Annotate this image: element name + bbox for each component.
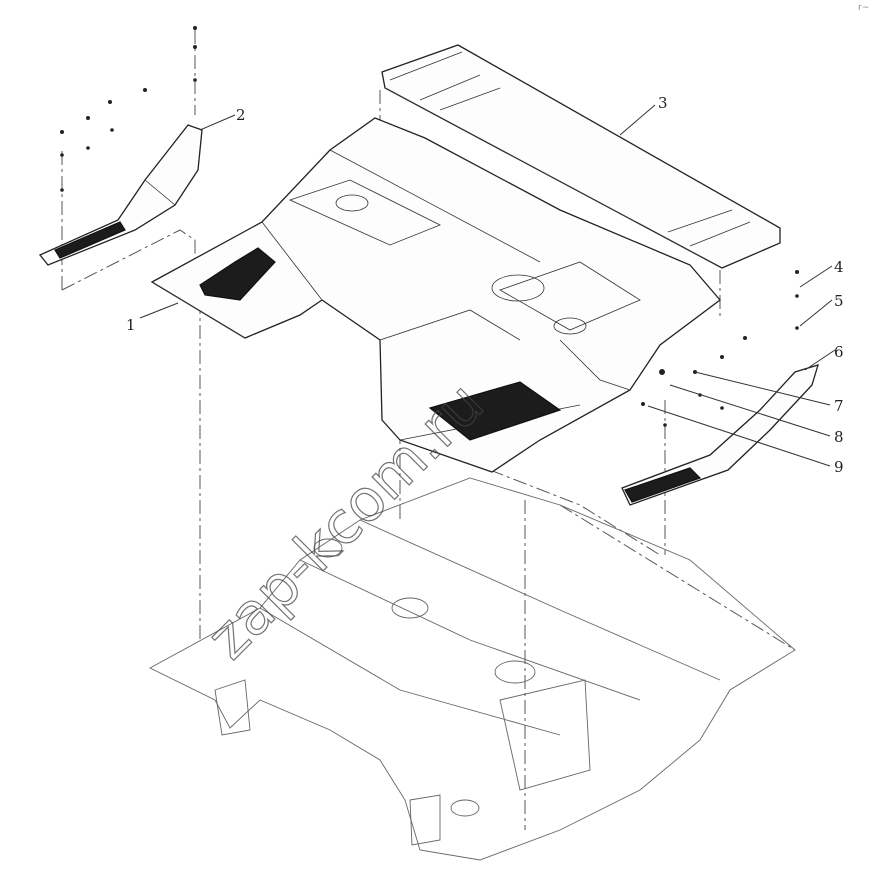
corner-mark: r~: [858, 3, 869, 13]
body-floor-outline: [149, 477, 796, 861]
left-sill-trim: [38, 124, 203, 266]
callout-5: 5: [834, 292, 844, 310]
rear-floor-panel: [381, 44, 781, 269]
callout-labels: 1 2 3 4 5 6 7 8 9: [126, 94, 844, 476]
callout-1: 1: [126, 316, 136, 334]
callout-7: 7: [834, 397, 844, 415]
callout-4: 4: [834, 258, 844, 276]
callout-3: 3: [658, 94, 668, 112]
right-sill-trim: [621, 364, 819, 506]
main-floor-assembly: [150, 117, 721, 473]
fasteners: [60, 26, 799, 427]
callout-6: 6: [834, 343, 844, 361]
callout-8: 8: [834, 428, 844, 446]
callout-9: 9: [834, 458, 844, 476]
watermark: zap-kcom.ru: [194, 369, 497, 672]
leader-lines: [139, 104, 836, 467]
callout-2: 2: [236, 106, 246, 124]
